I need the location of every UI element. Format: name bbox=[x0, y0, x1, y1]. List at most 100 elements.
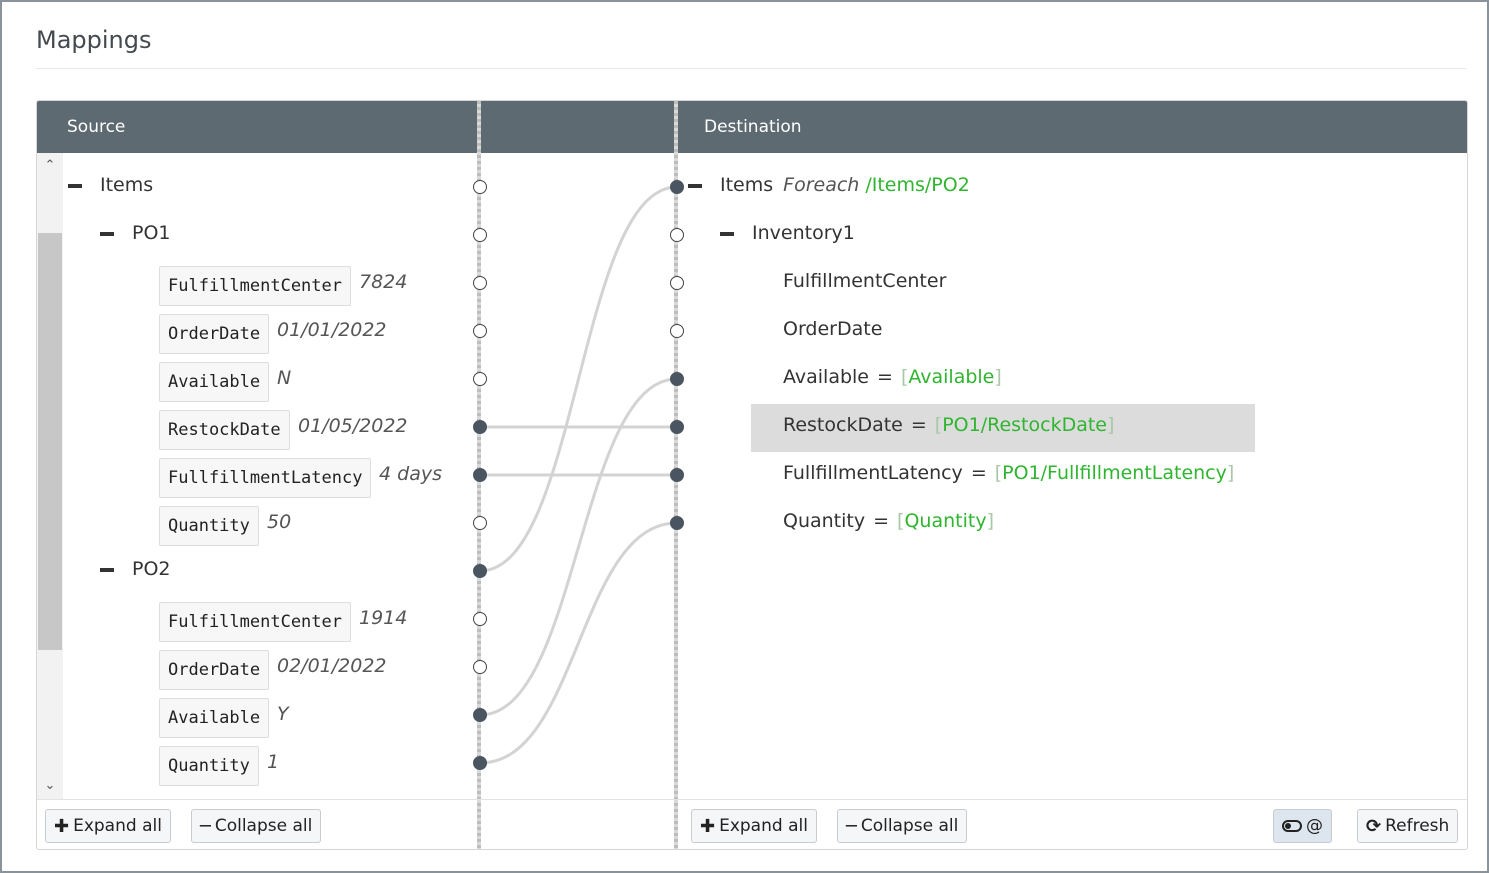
source-connector-po2-av[interactable] bbox=[473, 708, 487, 722]
source-connector-po1-fc[interactable] bbox=[473, 276, 487, 290]
destination-connector-d-av[interactable] bbox=[670, 372, 684, 386]
expr-bracket-open: [ bbox=[994, 462, 1003, 484]
destination-expand-all-label: Expand all bbox=[719, 816, 808, 836]
equals-sign: = bbox=[877, 366, 893, 388]
source-connector-po1-od[interactable] bbox=[473, 324, 487, 338]
source-connector-items[interactable] bbox=[473, 180, 487, 194]
destination-node-d-fc[interactable]: FulfillmentCenter bbox=[783, 270, 946, 292]
collapse-items-icon[interactable] bbox=[68, 184, 82, 188]
destination-node-d-qt[interactable]: Quantity=[Quantity] bbox=[783, 510, 994, 532]
chevron-down-icon[interactable]: ⌄ bbox=[44, 778, 56, 793]
source-connector-po2-qt[interactable] bbox=[473, 756, 487, 770]
destination-node-d-inv[interactable]: Inventory1 bbox=[752, 222, 855, 244]
toggle-icon bbox=[1282, 820, 1302, 832]
source-expand-all-label: Expand all bbox=[73, 816, 162, 836]
source-node-po2[interactable]: PO2 bbox=[132, 558, 171, 580]
destination-node-d-rd[interactable]: RestockDate=[PO1/RestockDate] bbox=[783, 414, 1114, 436]
destination-collapse-all-button[interactable]: ─Collapse all bbox=[837, 809, 968, 843]
refresh-button[interactable]: ⟳Refresh bbox=[1357, 809, 1459, 843]
destination-node-d-fl[interactable]: FullfillmentLatency=[PO1/FullfillmentLat… bbox=[783, 462, 1234, 484]
source-collapse-all-button[interactable]: ─Collapse all bbox=[191, 809, 322, 843]
expr-bracket-open: [ bbox=[897, 510, 905, 532]
mapping-links bbox=[479, 185, 678, 765]
toggle-symbol: @ bbox=[1306, 816, 1323, 836]
source-field-po1-qt-key[interactable]: Quantity bbox=[159, 506, 259, 546]
expr-bracket-close: ] bbox=[994, 366, 1002, 388]
destination-connector-d-od[interactable] bbox=[670, 324, 684, 338]
scroll-thumb[interactable] bbox=[38, 233, 62, 650]
destination-node-d-od[interactable]: OrderDate bbox=[783, 318, 882, 340]
source-connector-po2[interactable] bbox=[473, 564, 487, 578]
collapse-d-inv-icon[interactable] bbox=[720, 232, 734, 236]
source-expand-all-button[interactable]: ✚Expand all bbox=[45, 809, 171, 843]
source-field-po1-qt-value: 50 bbox=[267, 511, 292, 533]
toggle-expression-button[interactable]: @ bbox=[1273, 809, 1332, 843]
equals-sign: = bbox=[910, 414, 927, 436]
destination-node-label: RestockDate bbox=[783, 414, 903, 436]
destination-connector-d-items[interactable] bbox=[670, 180, 684, 194]
source-field-po1-rd-key[interactable]: RestockDate bbox=[159, 410, 290, 450]
mapping-expression[interactable]: PO1/RestockDate bbox=[942, 414, 1107, 436]
source-field-po2-od-key[interactable]: OrderDate bbox=[159, 650, 270, 690]
source-field-po1-fc-key[interactable]: FulfillmentCenter bbox=[159, 266, 351, 306]
source-field-po1-od-value: 01/01/2022 bbox=[277, 319, 387, 341]
panel-header: Source Destination bbox=[37, 101, 1467, 153]
equals-sign: = bbox=[970, 462, 987, 484]
source-field-po1-av-key[interactable]: Available bbox=[159, 362, 270, 402]
source-connector-po1-fl[interactable] bbox=[473, 468, 487, 482]
destination-connector-d-fl[interactable] bbox=[670, 468, 684, 482]
collapse-po1-icon[interactable] bbox=[100, 232, 114, 236]
destination-node-label: Quantity bbox=[783, 510, 866, 532]
destination-connector-d-qt[interactable] bbox=[670, 516, 684, 530]
destination-connector-d-fc[interactable] bbox=[670, 276, 684, 290]
destination-node-label: FulfillmentCenter bbox=[783, 270, 947, 292]
mapping-link-po2-av-to-d-av[interactable] bbox=[479, 377, 678, 717]
title-divider bbox=[36, 68, 1466, 69]
expr-bracket-open: [ bbox=[934, 414, 943, 436]
source-connector-po1-qt[interactable] bbox=[473, 516, 487, 530]
source-connector-po2-od[interactable] bbox=[473, 660, 487, 674]
mapping-link-po2-qt-to-d-qt[interactable] bbox=[479, 521, 678, 765]
chevron-up-icon[interactable]: ⌃ bbox=[44, 158, 56, 173]
minus-icon: ─ bbox=[846, 815, 857, 837]
collapse-d-items-icon[interactable] bbox=[688, 184, 702, 188]
source-field-po2-fc-key[interactable]: FulfillmentCenter bbox=[159, 602, 351, 642]
source-connector-po1[interactable] bbox=[473, 228, 487, 242]
source-field-po2-av-key[interactable]: Available bbox=[159, 698, 270, 738]
foreach-path[interactable]: /Items/PO2 bbox=[865, 174, 970, 196]
source-scrollbar[interactable]: ⌃ ⌄ bbox=[37, 153, 63, 799]
plus-icon: ✚ bbox=[700, 815, 716, 837]
page-title: Mappings bbox=[36, 26, 152, 54]
source-connector-po2-fc[interactable] bbox=[473, 612, 487, 626]
footer-divider bbox=[37, 799, 1467, 800]
foreach-keyword: Foreach bbox=[783, 174, 860, 196]
expr-bracket-open: [ bbox=[900, 366, 909, 388]
destination-node-d-av[interactable]: Available=[Available] bbox=[783, 366, 1002, 388]
mapping-expression[interactable]: Quantity bbox=[904, 510, 987, 532]
expr-bracket-close: ] bbox=[1226, 462, 1235, 484]
source-field-po1-av-value: N bbox=[277, 367, 292, 389]
source-field-po2-qt-value: 1 bbox=[267, 751, 280, 773]
source-connector-po1-av[interactable] bbox=[473, 372, 487, 386]
destination-connector-d-inv[interactable] bbox=[670, 228, 684, 242]
destination-expand-all-button[interactable]: ✚Expand all bbox=[691, 809, 817, 843]
source-connector-po1-rd[interactable] bbox=[473, 420, 487, 434]
destination-connector-d-rd[interactable] bbox=[670, 420, 684, 434]
destination-node-label: Items bbox=[720, 174, 774, 196]
selected-destination-row bbox=[751, 404, 1255, 452]
destination-node-d-items[interactable]: Items Foreach/Items/PO2 bbox=[720, 174, 970, 196]
source-field-po1-od-key[interactable]: OrderDate bbox=[159, 314, 270, 354]
mapping-link-po2-to-d-items[interactable] bbox=[479, 185, 678, 573]
source-node-po1[interactable]: PO1 bbox=[132, 222, 171, 244]
source-field-po2-od-value: 02/01/2022 bbox=[277, 655, 387, 677]
source-field-po1-fl-key[interactable]: FullfillmentLatency bbox=[159, 458, 372, 498]
source-field-po2-qt-key[interactable]: Quantity bbox=[159, 746, 259, 786]
mapping-expression[interactable]: PO1/FullfillmentLatency bbox=[1002, 462, 1227, 484]
mapping-expression[interactable]: Available bbox=[908, 366, 995, 388]
collapse-po2-icon[interactable] bbox=[100, 568, 114, 572]
destination-node-label: OrderDate bbox=[783, 318, 883, 340]
source-field-po2-av-value: Y bbox=[277, 703, 289, 725]
source-node-items[interactable]: Items bbox=[100, 174, 154, 196]
